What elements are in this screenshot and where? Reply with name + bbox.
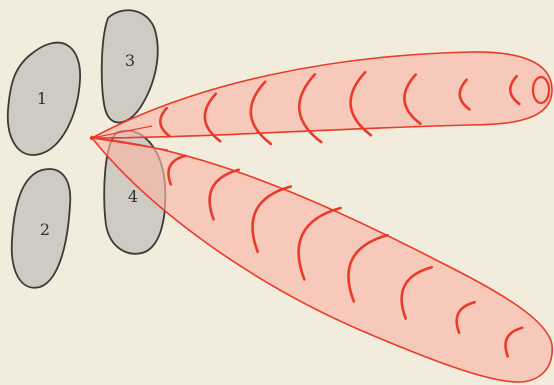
lobe-label: 1 — [37, 89, 47, 108]
lobe-label: 2 — [40, 220, 50, 239]
emitter-point — [90, 136, 94, 140]
lobe-label: 4 — [128, 187, 138, 206]
lobe-label: 3 — [125, 51, 135, 70]
